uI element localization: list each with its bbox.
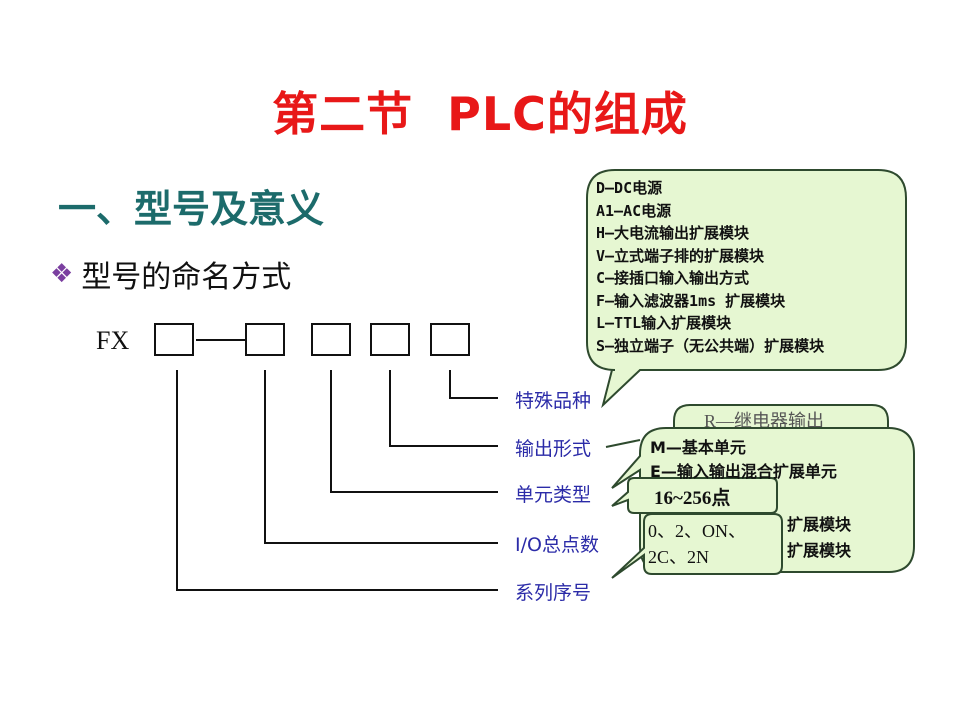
series-callout [611, 513, 783, 579]
output-connector [389, 370, 498, 447]
list-item: S—独立端子（无公共端）扩展模块 [596, 336, 825, 355]
label-special: 特殊品种 [515, 390, 592, 412]
list-item: L—TTL输入扩展模块 [596, 314, 732, 332]
special-callout [586, 169, 907, 409]
code-box-unit [311, 323, 351, 356]
unit-callout-list: M—基本单元 E—输入输出混合扩展单元 [650, 436, 837, 484]
list-item: C—接插口输入输出方式 [596, 269, 750, 287]
list-item: 扩展模块 [787, 541, 852, 560]
list-item: A1—AC电源 [596, 201, 672, 220]
page-title: 第二节 PLC的组成 [272, 87, 688, 141]
series-callout-text: 0、2、ON、 2C、2N [648, 518, 746, 570]
special-callout-list: D—DC电源 A1—AC电源 H—大电流输出扩展模块 V—立式端子排的扩展模块 … [596, 177, 824, 357]
label-series: 系列序号 [515, 582, 592, 604]
code-box-output [370, 323, 410, 356]
list-item: 扩展模块 [787, 515, 852, 534]
list-item: H—大电流输出扩展模块 [596, 224, 750, 242]
io-callout-text: 16~256点 [654, 488, 731, 509]
model-prefix: FX [96, 326, 130, 355]
code-box-series [154, 323, 194, 356]
label-output: 输出形式 [515, 438, 592, 460]
list-item: 2C、2N [648, 547, 710, 567]
bullet-text: 型号的命名方式 [81, 260, 292, 295]
unit-callout-suffixes: 扩展模块 扩展模块 [787, 512, 851, 564]
label-unit: 单元类型 [515, 484, 592, 506]
output-callout-text: R—继电器输出 [704, 411, 825, 427]
list-item: F—输入滤波器1ms 扩展模块 [596, 291, 786, 310]
section-heading: 一、型号及意义 [58, 187, 325, 231]
series-connector [176, 370, 498, 591]
output-callout-clip: R—继电器输出 [674, 405, 888, 427]
special-connector [449, 370, 498, 399]
io-connector [264, 370, 498, 544]
unit-connector [330, 370, 498, 493]
code-box-special [430, 323, 470, 356]
code-box-io [245, 323, 285, 356]
list-item: D—DC电源 [596, 179, 663, 197]
list-item: 0、2、ON、 [648, 521, 746, 541]
bullet-item: ❖ 型号的命名方式 [50, 252, 291, 296]
list-item: E—输入输出混合扩展单元 [650, 462, 837, 481]
label-io: I/O总点数 [515, 534, 599, 556]
io-callout [611, 477, 778, 514]
list-item: V—立式端子排的扩展模块 [596, 246, 765, 265]
list-item: M—基本单元 [650, 438, 746, 457]
output-pointer [605, 439, 641, 448]
diamond-bullet-icon: ❖ [50, 259, 74, 289]
